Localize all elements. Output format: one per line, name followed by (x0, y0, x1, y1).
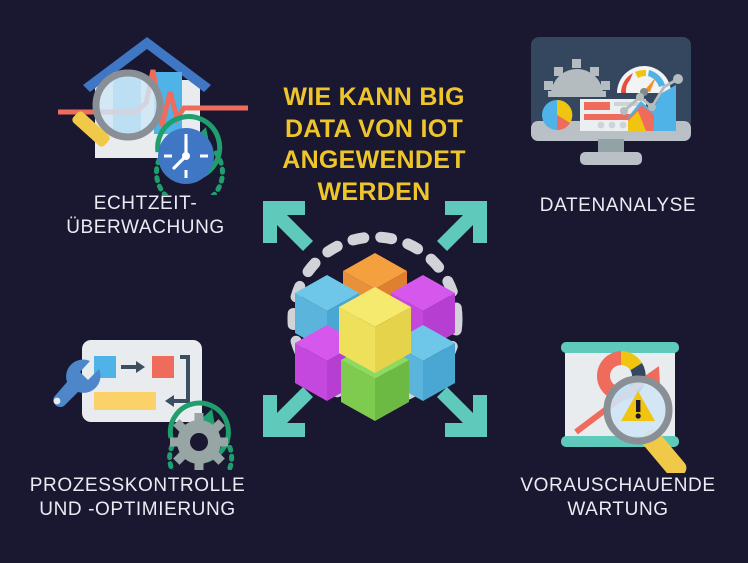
label-line: VORAUSCHAUENDE (520, 475, 716, 496)
label-line: PROZESSKONTROLLE (29, 475, 246, 496)
label-line: WARTUNG (567, 498, 669, 520)
process-control-icon (40, 325, 240, 492)
label-line: DATENANALYSE (539, 195, 697, 216)
page-title-line: DATA VON IOT (284, 114, 464, 143)
process-control-label: PROZESSKONTROLLE UND -OPTIMIERUNG (10, 474, 265, 522)
page-title: WIE KANN BIG DATA VON IOT ANGEWENDET WER… (259, 82, 489, 208)
page-title-line: ANGEWENDET (282, 146, 466, 174)
expand-arrows (263, 201, 487, 437)
cubes-expand-arrows-icon (255, 193, 495, 445)
realtime-monitoring-icon (58, 30, 248, 209)
data-analysis-icon (528, 35, 698, 175)
data-analysis-label: DATENANALYSE (498, 194, 738, 218)
label-line: ÜBERWACHUNG (66, 216, 225, 238)
predictive-maintenance-label: VORAUSCHAUENDE WARTUNG (498, 474, 738, 522)
label-line: ECHTZEIT- (93, 193, 198, 214)
label-line: UND -OPTIMIERUNG (39, 498, 236, 520)
cube-center (339, 287, 411, 373)
page-title-line: WERDEN (317, 177, 431, 206)
predictive-maintenance-icon (528, 328, 713, 479)
realtime-monitoring-label: ECHTZEIT- ÜBERWACHUNG (23, 192, 268, 240)
page-title-line: WIE KANN BIG (283, 83, 465, 111)
